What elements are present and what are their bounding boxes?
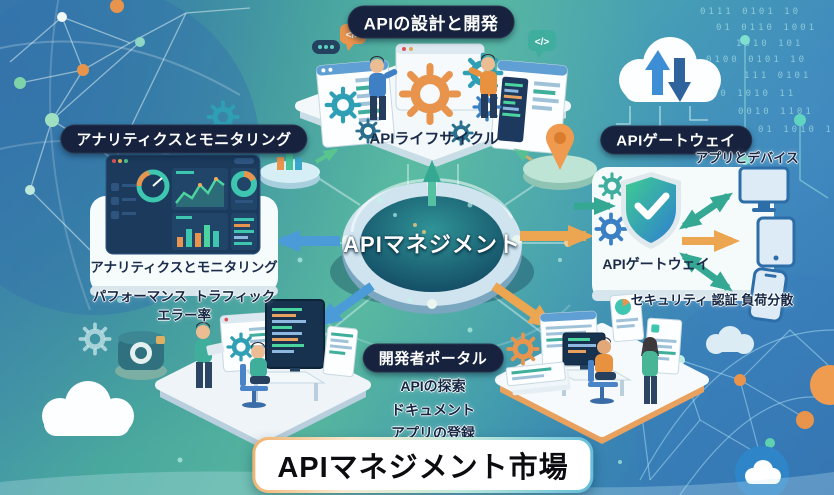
cloud-small-top [706,326,754,354]
person-standing-left [195,322,225,388]
portal-item-discovery: APIの探索 [400,378,466,394]
cloud-bottom-left [42,381,134,436]
hub-label-api-management: APIマネジメント [343,232,521,257]
analytics-dashboard [105,154,261,255]
binary-row: 0100 0101 10 [706,55,807,65]
gateway-device-arrows [679,192,740,292]
center-hub [330,178,534,314]
person-sitting-right [588,337,618,404]
api-chip [312,40,340,54]
binary-row: 111 0101 [744,71,811,81]
shield-check-icon [621,172,681,249]
location-pin-icon [513,123,597,190]
svg-text:</>: </> [535,37,550,48]
keywords-performance-traffic: パフォーマンス トラフィック [92,289,276,304]
code-bubble-teal: </> [528,30,556,58]
pages-stack [505,361,571,396]
gear-icon [508,334,537,363]
binary-row: 1010 101 [736,39,803,49]
footer-title: APIマネジメント市場 [255,440,591,490]
label-pill-dev-portal: 開発者ポータル [362,343,504,373]
portal-item-docs: ドキュメント [391,402,475,418]
document-panel [322,325,359,378]
iot-device-icon [115,331,167,380]
tablet-icon [756,216,796,268]
caption-api-lifecycle: APIライフサイクル [369,130,499,148]
binary-decor: 0111 0101 10 01 0110 1001 1010 101 0100 … [700,7,834,135]
cloud-sync-icon [616,37,721,141]
person-sitting-left [240,342,270,408]
caption-analytics: アナリティクスとモニタリング [90,260,278,275]
binary-row: 01 1010 1 [758,125,834,135]
label-pill-gateway: APIゲートウェイ [600,125,752,155]
footer-title-banner: APIマネジメント市場 [252,437,594,493]
svg-text:</>: </> [346,30,361,41]
caption-gateway: APIゲートウェイ [602,256,710,272]
keywords-error-rate: エラー率 [157,308,211,323]
binary-row: 01 0110 1001 [716,23,817,33]
binary-row: 0010 1101 [738,107,814,117]
label-pill-api-design: APIの設計と開発 [347,5,515,39]
hub-arrows [274,160,594,329]
monitor-icon [738,166,790,212]
person-developer-orange [468,54,497,118]
keywords-security-auth-load: セキュリティ 認証 負荷分散 [630,292,794,308]
binary-row: 00 1010 11 [712,89,796,99]
label-pill-analytics: アナリティクスとモニタリング [60,124,308,154]
gear-outline-icon [80,324,109,353]
code-monitor-large [265,299,325,376]
monitor-right-scene [562,332,606,371]
network-mesh-top-left [9,0,251,251]
browser-window-right [490,59,568,154]
mini-chart-disc [260,148,339,189]
person-developer-blue [369,56,398,120]
report-doc-pie [609,293,645,343]
cloud-badge-icon [735,446,789,495]
binary-row: 0111 0101 10 [700,7,801,17]
label-apps-devices: アプリとデバイス [695,150,799,166]
phone-icon [747,267,788,323]
person-standing-right [641,337,659,404]
